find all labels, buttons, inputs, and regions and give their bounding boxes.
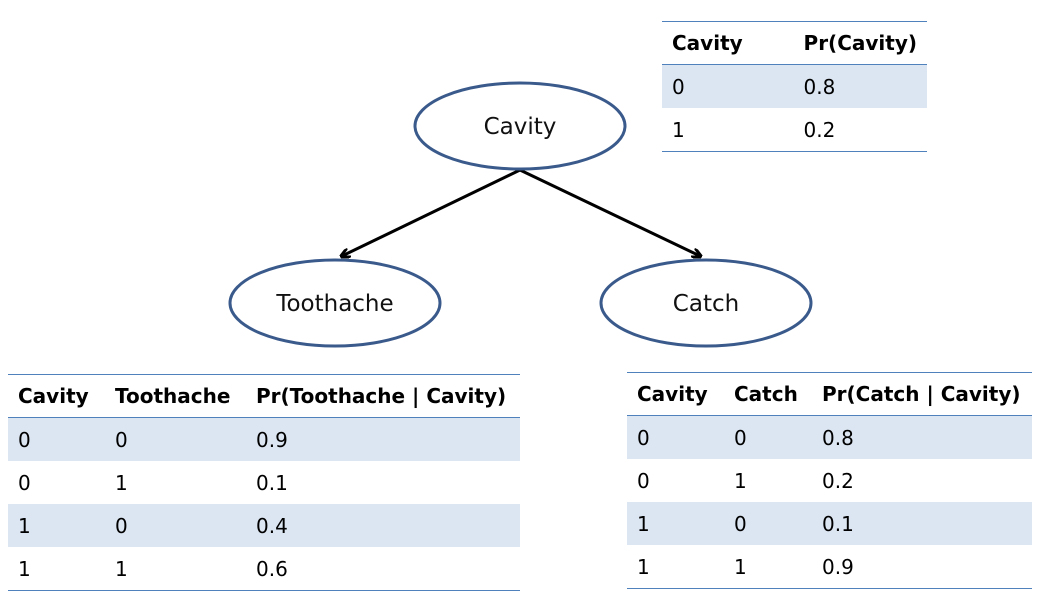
table-row: 0 0.8 bbox=[662, 64, 927, 108]
table-cell: 0 bbox=[105, 504, 246, 547]
table-cell: 0 bbox=[627, 415, 724, 459]
table-cell: 0 bbox=[662, 64, 794, 108]
table-cell: 0.2 bbox=[793, 108, 927, 152]
node-catch[interactable]: Catch bbox=[599, 258, 813, 348]
column-header: Pr(Cavity) bbox=[793, 21, 927, 65]
table-cell: 1 bbox=[724, 545, 812, 589]
table-row: 0 0 0.9 bbox=[8, 417, 520, 461]
table-cell: 1 bbox=[115, 470, 128, 495]
node-cavity-label: Cavity bbox=[484, 114, 557, 140]
column-header: Pr(Toothache | Cavity) bbox=[246, 374, 520, 418]
table-header-row: Cavity Pr(Cavity) bbox=[662, 21, 927, 65]
column-header: Cavity bbox=[662, 21, 794, 65]
column-header: Cavity bbox=[627, 372, 724, 416]
column-header: Pr(Catch | Cavity) bbox=[812, 372, 1032, 416]
table-cell: 0 bbox=[18, 470, 31, 495]
cpt-cavity-table: Cavity Pr(Cavity) 0 0.8 1 0.2 bbox=[662, 21, 927, 152]
table-cell: 0.9 bbox=[812, 545, 1032, 589]
table-cell: 0 bbox=[8, 417, 105, 461]
node-cavity-ellipse bbox=[413, 81, 627, 171]
node-cavity[interactable]: Cavity bbox=[413, 81, 627, 171]
table-cell: 0.1 bbox=[812, 502, 1032, 545]
table-row: 1 0 0.1 bbox=[627, 502, 1032, 545]
table-header-row: Cavity Catch Pr(Catch | Cavity) bbox=[627, 372, 1032, 416]
table-row: 1 0.2 bbox=[662, 108, 927, 152]
table-row: 0 1 0.1 bbox=[8, 461, 520, 504]
table-cell: 1 bbox=[662, 108, 794, 152]
table-cell: 0 bbox=[724, 415, 812, 459]
table-row: 1 0 0.4 bbox=[8, 504, 520, 547]
table-cell: 0.8 bbox=[793, 64, 927, 108]
edge-cavity-catch bbox=[519, 168, 700, 256]
node-catch-label: Catch bbox=[673, 291, 739, 317]
table-cell: 0 bbox=[724, 502, 812, 545]
table-row: 1 1 0.6 bbox=[8, 547, 520, 591]
node-toothache-ellipse bbox=[228, 258, 442, 348]
table-cell: 0 bbox=[637, 468, 650, 493]
node-catch-ellipse bbox=[599, 258, 813, 348]
edge-cavity-toothache bbox=[342, 168, 521, 256]
table-cell: 0.6 bbox=[246, 547, 520, 591]
table-cell: 1 bbox=[105, 547, 246, 591]
table-cell: 0.8 bbox=[812, 415, 1032, 459]
table-cell: 0.9 bbox=[246, 417, 520, 461]
table-header-row: Cavity Toothache Pr(Toothache | Cavity) bbox=[8, 374, 520, 418]
table-cell: 1 bbox=[734, 468, 747, 493]
table-row: 0 1 0.2 bbox=[627, 459, 1032, 502]
table-row: 1 1 0.9 bbox=[627, 545, 1032, 589]
cpt-catch-table: Cavity Catch Pr(Catch | Cavity) 0 0 0.8 … bbox=[627, 372, 1032, 589]
table-cell: 0.2 bbox=[822, 468, 854, 493]
cpt-toothache-table: Cavity Toothache Pr(Toothache | Cavity) … bbox=[8, 374, 520, 591]
table-cell: 1 bbox=[8, 504, 105, 547]
table-row: 0 0 0.8 bbox=[627, 415, 1032, 459]
column-header: Toothache bbox=[105, 374, 246, 418]
table-cell: 1 bbox=[627, 502, 724, 545]
node-toothache[interactable]: Toothache bbox=[228, 258, 442, 348]
table-cell: 0 bbox=[105, 417, 246, 461]
node-toothache-label: Toothache bbox=[275, 291, 393, 317]
table-cell: 1 bbox=[8, 547, 105, 591]
column-header: Catch bbox=[724, 372, 812, 416]
table-cell: 0.1 bbox=[256, 470, 288, 495]
table-cell: 1 bbox=[627, 545, 724, 589]
table-cell: 0.4 bbox=[246, 504, 520, 547]
column-header: Cavity bbox=[8, 374, 105, 418]
